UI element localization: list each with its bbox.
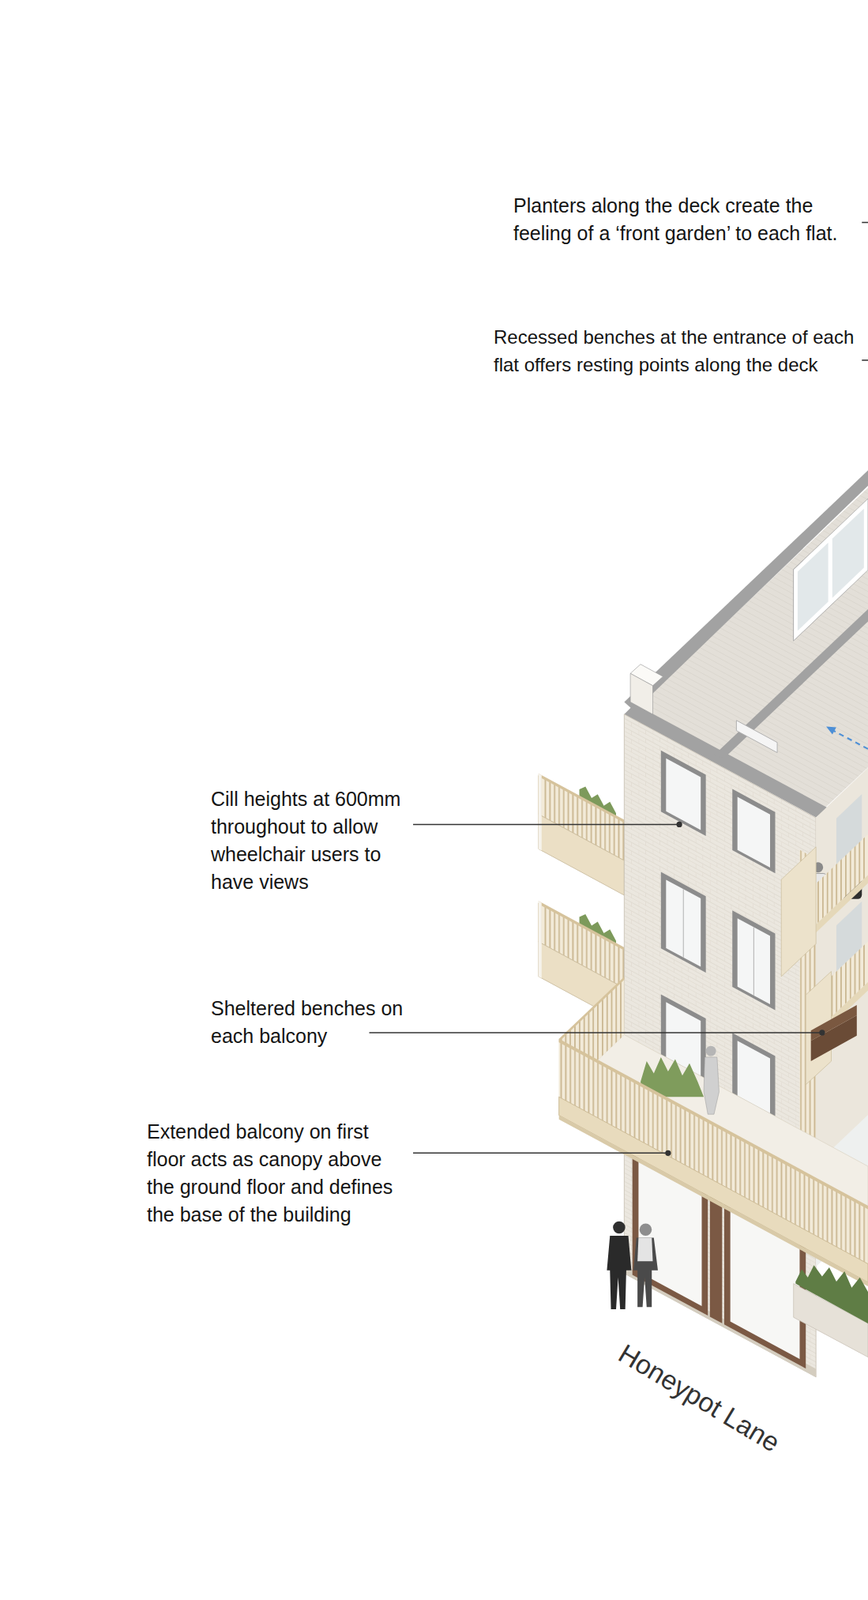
person-body xyxy=(606,1235,632,1309)
deck-slab xyxy=(815,874,868,932)
route-arrow xyxy=(833,730,868,749)
handrail xyxy=(538,773,624,823)
callout-note: Recessed benches at the entrance of each… xyxy=(493,323,859,379)
callout-note: Sheltered benches on each balcony xyxy=(210,994,410,1050)
window-reveal xyxy=(732,789,775,874)
leader-line xyxy=(413,1152,669,1154)
window-reveal xyxy=(732,909,775,1010)
callout-note: Extended balcony on first floor acts as … xyxy=(146,1117,404,1229)
window-glass xyxy=(737,796,771,868)
brick-face xyxy=(623,713,816,1377)
leader-lines xyxy=(368,222,868,1156)
person-head xyxy=(706,1045,717,1056)
mullion xyxy=(753,926,755,996)
window xyxy=(661,750,707,836)
balcony-deck xyxy=(559,1034,868,1265)
balcony-slab xyxy=(538,814,624,895)
leader-line xyxy=(413,823,680,826)
front-balustrade xyxy=(559,1038,868,1286)
window-glass xyxy=(665,758,701,831)
route-arrowhead xyxy=(826,725,837,734)
slab-edge xyxy=(559,1096,868,1282)
wardrobe-body xyxy=(793,498,868,641)
person-head xyxy=(612,1221,625,1233)
wardrobe-glass xyxy=(832,508,865,598)
balustrade xyxy=(815,834,868,925)
planter-shrubs xyxy=(795,1264,868,1323)
balustrade xyxy=(559,1040,868,1263)
person-body xyxy=(633,1236,658,1307)
window-glass xyxy=(665,879,701,966)
gable-wall xyxy=(623,713,816,1377)
wardrobe xyxy=(793,498,868,641)
rear-balcony xyxy=(538,760,624,895)
pedestrian xyxy=(606,1221,632,1309)
person-head xyxy=(639,1222,652,1235)
cut-wall xyxy=(623,469,868,711)
extended-balcony xyxy=(559,976,868,1286)
pedestrian xyxy=(633,1222,658,1307)
callout-note: Planters along the deck create the feeli… xyxy=(513,191,850,248)
balcony-post xyxy=(538,900,542,978)
cut-wall xyxy=(713,608,868,759)
leader-line xyxy=(368,1031,822,1034)
window-reveal xyxy=(661,871,707,973)
leader-dot xyxy=(819,1029,825,1035)
kitchen-counter xyxy=(736,720,778,753)
window-glass xyxy=(737,917,771,1004)
leader-line xyxy=(861,359,868,361)
leader-dot xyxy=(665,1149,671,1156)
leader-dot xyxy=(676,821,682,827)
wardrobe-glass xyxy=(797,542,829,632)
bench-shelter xyxy=(781,846,816,977)
handrail xyxy=(538,900,624,950)
window xyxy=(732,909,775,1010)
slab-soffit xyxy=(559,1115,868,1286)
bench-seat xyxy=(811,1004,857,1041)
building xyxy=(368,222,868,1377)
window-reveal xyxy=(661,750,707,836)
balcony-post xyxy=(538,773,542,851)
leader-line xyxy=(861,221,868,224)
counter-body xyxy=(736,720,778,753)
mullion xyxy=(683,888,684,958)
street-name: Honeypot Lane xyxy=(612,1336,786,1458)
window xyxy=(732,789,775,874)
parapet-block xyxy=(630,672,653,714)
window xyxy=(661,871,707,973)
callout-note: Cill heights at 600mm throughout to allo… xyxy=(210,785,410,896)
person-body xyxy=(703,1056,719,1114)
person-shirt xyxy=(637,1236,653,1261)
